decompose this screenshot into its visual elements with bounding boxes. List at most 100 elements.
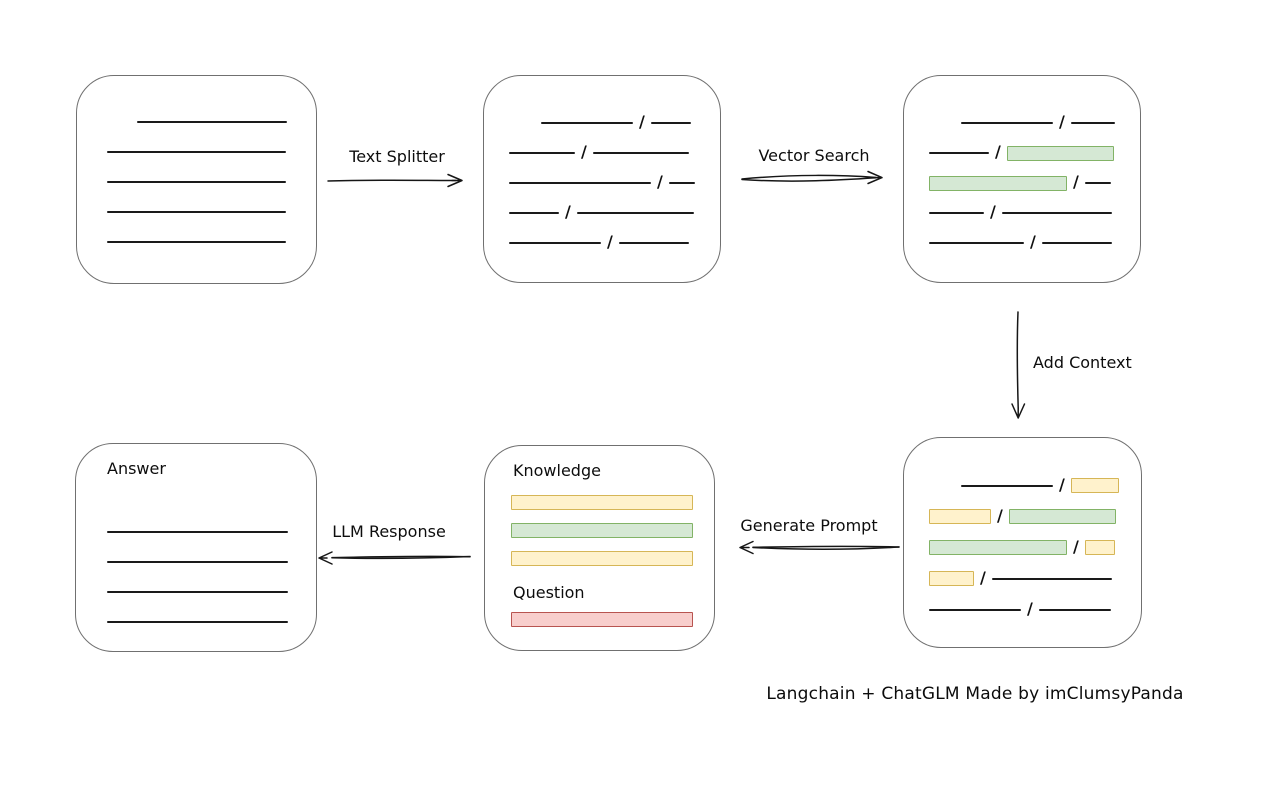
answer-label: Answer [107, 459, 166, 478]
doc-row: / [929, 228, 1112, 258]
text-line [668, 182, 695, 184]
doc-row: / [929, 198, 1112, 228]
answer-node: Answer [75, 443, 317, 652]
yellow-prompt-bar [511, 495, 693, 510]
doc-row [107, 167, 288, 197]
text-line [107, 591, 288, 593]
slash-separator: / [1073, 172, 1079, 191]
generate-prompt-label: Generate Prompt [740, 516, 878, 535]
text-line [1084, 182, 1111, 184]
slash-separator: / [581, 142, 587, 161]
doc-row: / [929, 138, 1114, 168]
green-highlight-chip [929, 175, 1067, 191]
green-prompt-bar [511, 523, 693, 538]
text-line [107, 531, 288, 533]
doc-row: / [929, 470, 1119, 501]
text-line [107, 241, 286, 243]
text-line [929, 242, 1024, 244]
slash-separator: / [990, 202, 996, 221]
answer-lines [76, 502, 316, 637]
slash-separator: / [980, 567, 986, 587]
slash-separator: / [607, 232, 613, 251]
llm-response-arrow-icon [318, 551, 471, 565]
doc-row: / [929, 563, 1113, 594]
slash-separator: / [1030, 232, 1036, 251]
red-prompt-bar [511, 612, 693, 627]
text-line [137, 121, 287, 123]
text-line [592, 152, 689, 154]
text-line [929, 152, 989, 154]
slash-separator: / [1059, 474, 1065, 494]
doc-row: / [509, 138, 692, 168]
text-line [576, 212, 694, 214]
text-line [107, 621, 288, 623]
text-line [961, 484, 1053, 487]
text-line [618, 242, 689, 244]
text-line [1001, 212, 1112, 214]
doc-row: / [509, 198, 694, 228]
doc-row [107, 137, 288, 167]
add-context-label: Add Context [1033, 353, 1132, 372]
text-splitter-label: Text Splitter [349, 147, 445, 166]
doc-row [107, 547, 288, 577]
text-line [509, 152, 575, 154]
question-label: Question [513, 583, 585, 602]
slash-separator: / [995, 142, 1001, 161]
text-line [1038, 608, 1111, 611]
question-bars [511, 612, 693, 627]
split-chunk-lines: / / / / / [484, 76, 720, 258]
text-line [107, 211, 286, 213]
yellow-highlight-chip [1070, 478, 1119, 493]
doc-row [107, 517, 288, 547]
text-line [929, 608, 1021, 611]
context-chunk-lines: / / / / / [904, 438, 1141, 625]
text-line [991, 577, 1112, 580]
green-highlight-chip [929, 540, 1067, 555]
text-line [961, 122, 1053, 124]
yellow-highlight-chip [929, 509, 991, 524]
text-splitter-arrow-icon [327, 173, 463, 188]
slash-separator: / [565, 202, 571, 221]
doc-row: / [929, 594, 1113, 625]
slash-separator: / [997, 505, 1003, 525]
vector-search-label: Vector Search [758, 146, 870, 165]
split-chunks-node: / / / / / [483, 75, 721, 283]
text-line [509, 182, 651, 184]
text-line [541, 122, 633, 124]
slash-separator: / [1059, 112, 1065, 131]
text-line [107, 181, 286, 183]
doc-row [107, 227, 288, 257]
slash-separator: / [657, 172, 663, 191]
slash-separator: / [1027, 598, 1033, 618]
source-document-node [76, 75, 317, 284]
doc-row: / [929, 532, 1115, 563]
doc-row: / [509, 228, 692, 258]
text-line [509, 242, 601, 244]
green-highlight-chip [1006, 145, 1114, 161]
slash-separator: / [639, 112, 645, 131]
doc-row: / [929, 168, 1112, 198]
yellow-highlight-chip [1084, 540, 1115, 555]
generate-prompt-arrow-icon [739, 540, 900, 555]
doc-row: / [509, 108, 692, 138]
text-line [1041, 242, 1112, 244]
text-line [1070, 122, 1115, 124]
doc-row [107, 607, 288, 637]
knowledge-bars [511, 495, 693, 566]
vector-match-lines: / / / / / [904, 76, 1140, 258]
knowledge-label: Knowledge [513, 461, 601, 480]
yellow-highlight-chip [929, 571, 974, 586]
vector-matches-node: / / / / / [903, 75, 1141, 283]
doc-row [107, 107, 288, 137]
text-line [107, 561, 288, 563]
doc-row [107, 197, 288, 227]
yellow-prompt-bar [511, 551, 693, 566]
text-line [929, 212, 984, 214]
text-line [509, 212, 559, 214]
add-context-arrow-icon [1011, 311, 1026, 419]
prompt-node: Knowledge Question [484, 445, 715, 651]
doc-row: / [929, 501, 1116, 532]
text-line [107, 151, 286, 153]
text-line [650, 122, 691, 124]
